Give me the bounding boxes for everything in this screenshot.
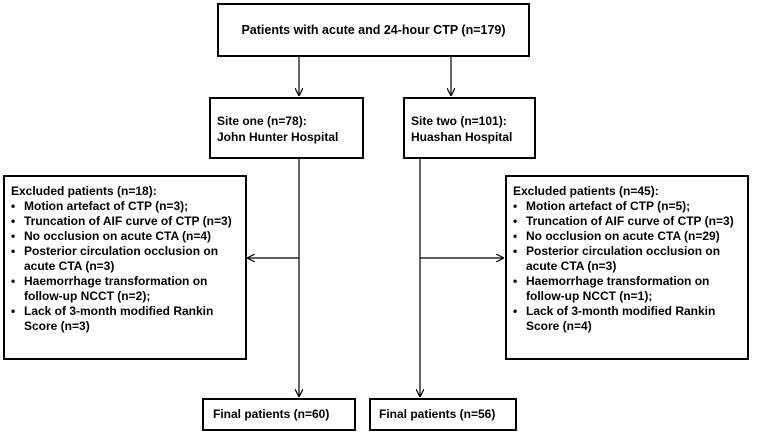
- top-box: Patients with acute and 24-hour CTP (n=1…: [217, 3, 530, 57]
- excluded-right-list: Motion artefact of CTP (n=5); Truncation…: [512, 199, 734, 334]
- excluded-left-item-0: Motion artefact of CTP (n=3);: [24, 199, 189, 213]
- excluded-left-title: Excluded patients (n=18):: [11, 184, 157, 198]
- list-item: Truncation of AIF curve of CTP (n=3): [10, 214, 232, 229]
- excluded-left-list: Motion artefact of CTP (n=3); Truncation…: [10, 199, 232, 334]
- list-item: No occlusion on acute CTA (n=29): [512, 229, 734, 244]
- final-right-box: Final patients (n=56): [369, 398, 517, 431]
- site-two-line1: Site two (n=101):: [411, 114, 507, 128]
- excluded-right-title: Excluded patients (n=45):: [513, 184, 659, 198]
- excluded-right-item-1: Truncation of AIF curve of CTP (n=3): [526, 214, 734, 228]
- list-item: No occlusion on acute CTA (n=4): [10, 229, 232, 244]
- site-one-box: Site one (n=78): John Hunter Hospital: [209, 97, 364, 159]
- final-right-text: Final patients (n=56): [379, 407, 496, 421]
- excluded-right-item-2: No occlusion on acute CTA (n=29): [526, 229, 720, 243]
- excluded-left-item-2: No occlusion on acute CTA (n=4): [24, 229, 212, 243]
- list-item: Motion artefact of CTP (n=3);: [10, 199, 232, 214]
- site-one-line2: John Hunter Hospital: [217, 130, 339, 144]
- excluded-left-box: Excluded patients (n=18): Motion artefac…: [3, 175, 247, 360]
- list-item: Posterior circulation occlusion onacute …: [10, 244, 232, 274]
- site-two-box: Site two (n=101): Huashan Hospital: [403, 97, 536, 159]
- list-item: Motion artefact of CTP (n=5);: [512, 199, 734, 214]
- list-item: Posterior circulation occlusion onacute …: [512, 244, 734, 274]
- final-left-box: Final patients (n=60): [202, 398, 356, 431]
- site-one-line1: Site one (n=78):: [217, 114, 307, 128]
- excluded-right-item-0: Motion artefact of CTP (n=5);: [526, 199, 691, 213]
- top-box-text: Patients with acute and 24-hour CTP (n=1…: [241, 23, 506, 37]
- site-two-line2: Huashan Hospital: [411, 130, 513, 144]
- list-item: Truncation of AIF curve of CTP (n=3): [512, 214, 734, 229]
- excluded-right-box: Excluded patients (n=45): Motion artefac…: [505, 175, 749, 360]
- excluded-left-item-1: Truncation of AIF curve of CTP (n=3): [24, 214, 232, 228]
- final-left-text: Final patients (n=60): [213, 407, 330, 421]
